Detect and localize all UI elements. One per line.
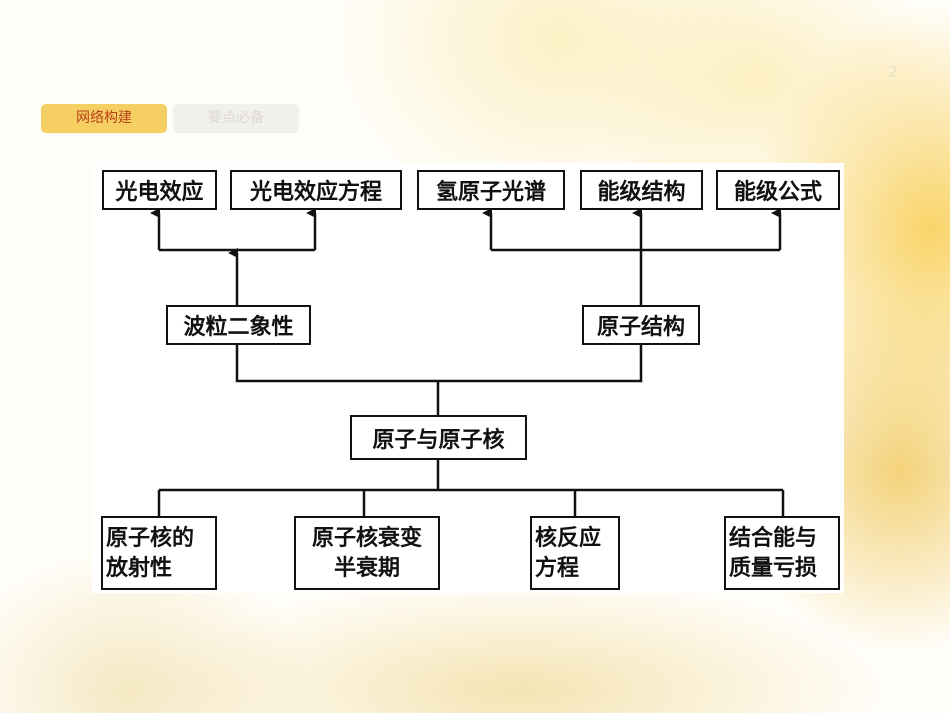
node-energy-level-structure: 能级结构	[580, 170, 703, 210]
node-photoelectric-equation: 光电效应方程	[230, 170, 402, 210]
node-wave-particle-duality: 波粒二象性	[166, 305, 311, 345]
node-photoelectric-effect: 光电效应	[102, 170, 217, 210]
node-energy-level-formula: 能级公式	[716, 170, 840, 210]
node-nuclear-decay-half-life: 原子核衰变 半衰期	[294, 516, 440, 590]
tab-network-construction[interactable]: 网络构建	[41, 104, 167, 133]
page-number: 2	[888, 62, 899, 81]
node-atom-and-nucleus: 原子与原子核	[350, 415, 527, 460]
node-nuclear-reaction-equation: 核反应 方程	[530, 516, 620, 590]
node-nuclear-radioactivity: 原子核的 放射性	[101, 516, 217, 590]
node-binding-energy-mass-defect: 结合能与 质量亏损	[724, 516, 840, 590]
node-hydrogen-spectrum: 氢原子光谱	[417, 170, 565, 210]
tab-key-points[interactable]: 要点必备	[173, 104, 299, 133]
node-atomic-structure: 原子结构	[582, 305, 700, 345]
diagram-panel	[92, 163, 844, 593]
